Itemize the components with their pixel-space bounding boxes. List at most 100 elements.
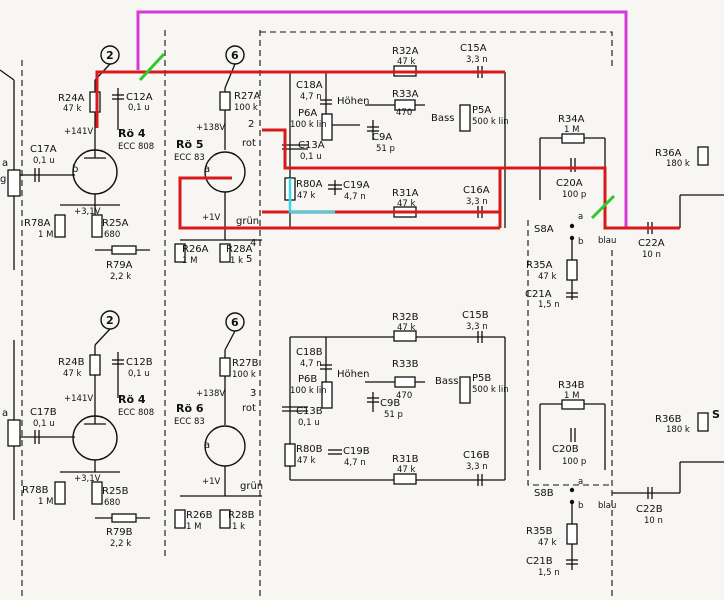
R35A-name: R35A [526, 260, 553, 271]
R36A [697, 146, 709, 166]
R35A [566, 259, 578, 281]
R34A-value: 1 M [564, 125, 579, 135]
green-overlay-mark-2 [590, 194, 616, 220]
module-border-top [260, 31, 613, 70]
C21A-name: C21A [525, 289, 552, 300]
P5B [459, 376, 471, 404]
R31A-value: 47 k [397, 199, 416, 209]
R36A-name: R36A [655, 148, 682, 159]
R78B [54, 481, 66, 505]
tube-ro4-b-type: ECC 808 [118, 408, 154, 418]
tube-ro5-name: Rö 5 [176, 138, 204, 151]
R35B [566, 523, 578, 545]
C9A-name: C9A [372, 132, 392, 143]
pin-5-label: 5 [246, 254, 252, 265]
hoehen-a: Höhen [337, 96, 369, 107]
C15A-value: 3,3 n [466, 55, 488, 65]
S8B-name: S8B [534, 488, 554, 499]
R25A-name: R25A [102, 218, 129, 229]
wire-gruen-a: grün [236, 216, 259, 227]
R28B-name: R28B [228, 510, 255, 521]
tube-ro6-name: Rö 6 [176, 402, 204, 415]
C12B-value: 0,1 u [128, 369, 150, 379]
voltage-1-b: +1V [202, 477, 221, 487]
node-2-a [100, 45, 120, 65]
P5B-value: 500 k lin [472, 385, 509, 395]
R28A-name: R28A [226, 244, 253, 255]
S8A-name: S8A [534, 224, 554, 235]
C22B-name: C22B [636, 504, 663, 515]
C15B-name: C15B [462, 310, 489, 321]
input-pot-a [7, 169, 21, 197]
cyan-overlay-wire [288, 178, 335, 214]
R27B [219, 357, 231, 377]
node-6-b-label: 6 [231, 316, 239, 329]
R36A-value: 180 k [666, 159, 690, 169]
left-fragment-a: a [2, 158, 8, 169]
C21B-name: C21B [526, 556, 553, 567]
node-2-a-label: 2 [106, 49, 114, 62]
tube-ro4-a-name: Rö 4 [118, 127, 146, 140]
C19A-value: 4,7 n [344, 192, 366, 202]
bass-a: Bass [431, 113, 454, 124]
P6B [321, 381, 333, 409]
C20B-value: 100 p [562, 457, 586, 467]
tube-ro6-type: ECC 83 [174, 417, 205, 427]
module-border-mid [527, 220, 613, 600]
hoehen-b: Höhen [337, 369, 369, 380]
R31B-value: 47 k [397, 465, 416, 475]
pin-g-a: g [0, 174, 6, 185]
node-6-a-label: 6 [231, 49, 239, 62]
C16B-value: 3,3 n [466, 462, 488, 472]
R27B-value: 100 k [232, 370, 256, 380]
R26B [174, 509, 186, 529]
magenta-overlay-wire [136, 10, 628, 228]
R80A-name: R80A [296, 179, 323, 190]
voltage-138-a: +138V [196, 123, 225, 133]
pin-3-label: 3 [250, 388, 256, 399]
P5B-name: P5B [472, 373, 491, 384]
tube-ro4-b-name: Rö 4 [118, 393, 146, 406]
R28B [219, 509, 231, 529]
R26B-value: 1 M [186, 522, 201, 532]
R24B-value: 47 k [63, 369, 82, 379]
R79A-name: R79A [106, 260, 133, 271]
tube-ro6 [204, 425, 246, 467]
C21B-value: 1,5 n [538, 568, 560, 578]
R24A-value: 47 k [63, 104, 82, 114]
R35B-value: 47 k [538, 538, 557, 548]
R28A [219, 243, 231, 263]
C22B-value: 10 n [644, 516, 663, 526]
R27A [219, 91, 231, 111]
R78A-name: R78A [24, 218, 51, 229]
pin-a-b: a [204, 440, 210, 451]
S8A-pin-a: a [578, 212, 583, 222]
green-overlay-mark-1 [138, 52, 166, 82]
R32B [393, 330, 417, 342]
C20A-name: C20A [556, 178, 583, 189]
C18B-value: 4,7 n [300, 359, 322, 369]
R31A-name: R31A [392, 188, 419, 199]
C12A-name: C12A [126, 92, 153, 103]
C18A-name: C18A [296, 80, 323, 91]
C13A-value: 0,1 u [300, 152, 322, 162]
R26A [174, 243, 186, 263]
R25A-value: 680 [104, 230, 120, 240]
R27B-name: R27B [232, 358, 259, 369]
C12B-name: C12B [126, 357, 153, 368]
C22A-name: C22A [638, 238, 665, 249]
C21A-value: 1,5 n [538, 300, 560, 310]
C12A-value: 0,1 u [128, 103, 150, 113]
tube-ro5-type: ECC 83 [174, 153, 205, 163]
C16B-name: C16B [463, 450, 490, 461]
R33A-value: 470 [396, 108, 412, 118]
red-overlay-wire-middle [262, 128, 680, 230]
R34B-name: R34B [558, 380, 585, 391]
P5A-value: 500 k lin [472, 117, 509, 127]
R28A-value: 1 k [230, 256, 243, 266]
input-pot-b [7, 419, 21, 447]
module-border-tube [164, 30, 261, 600]
R32B-value: 47 k [397, 323, 416, 333]
R80B [284, 443, 296, 467]
